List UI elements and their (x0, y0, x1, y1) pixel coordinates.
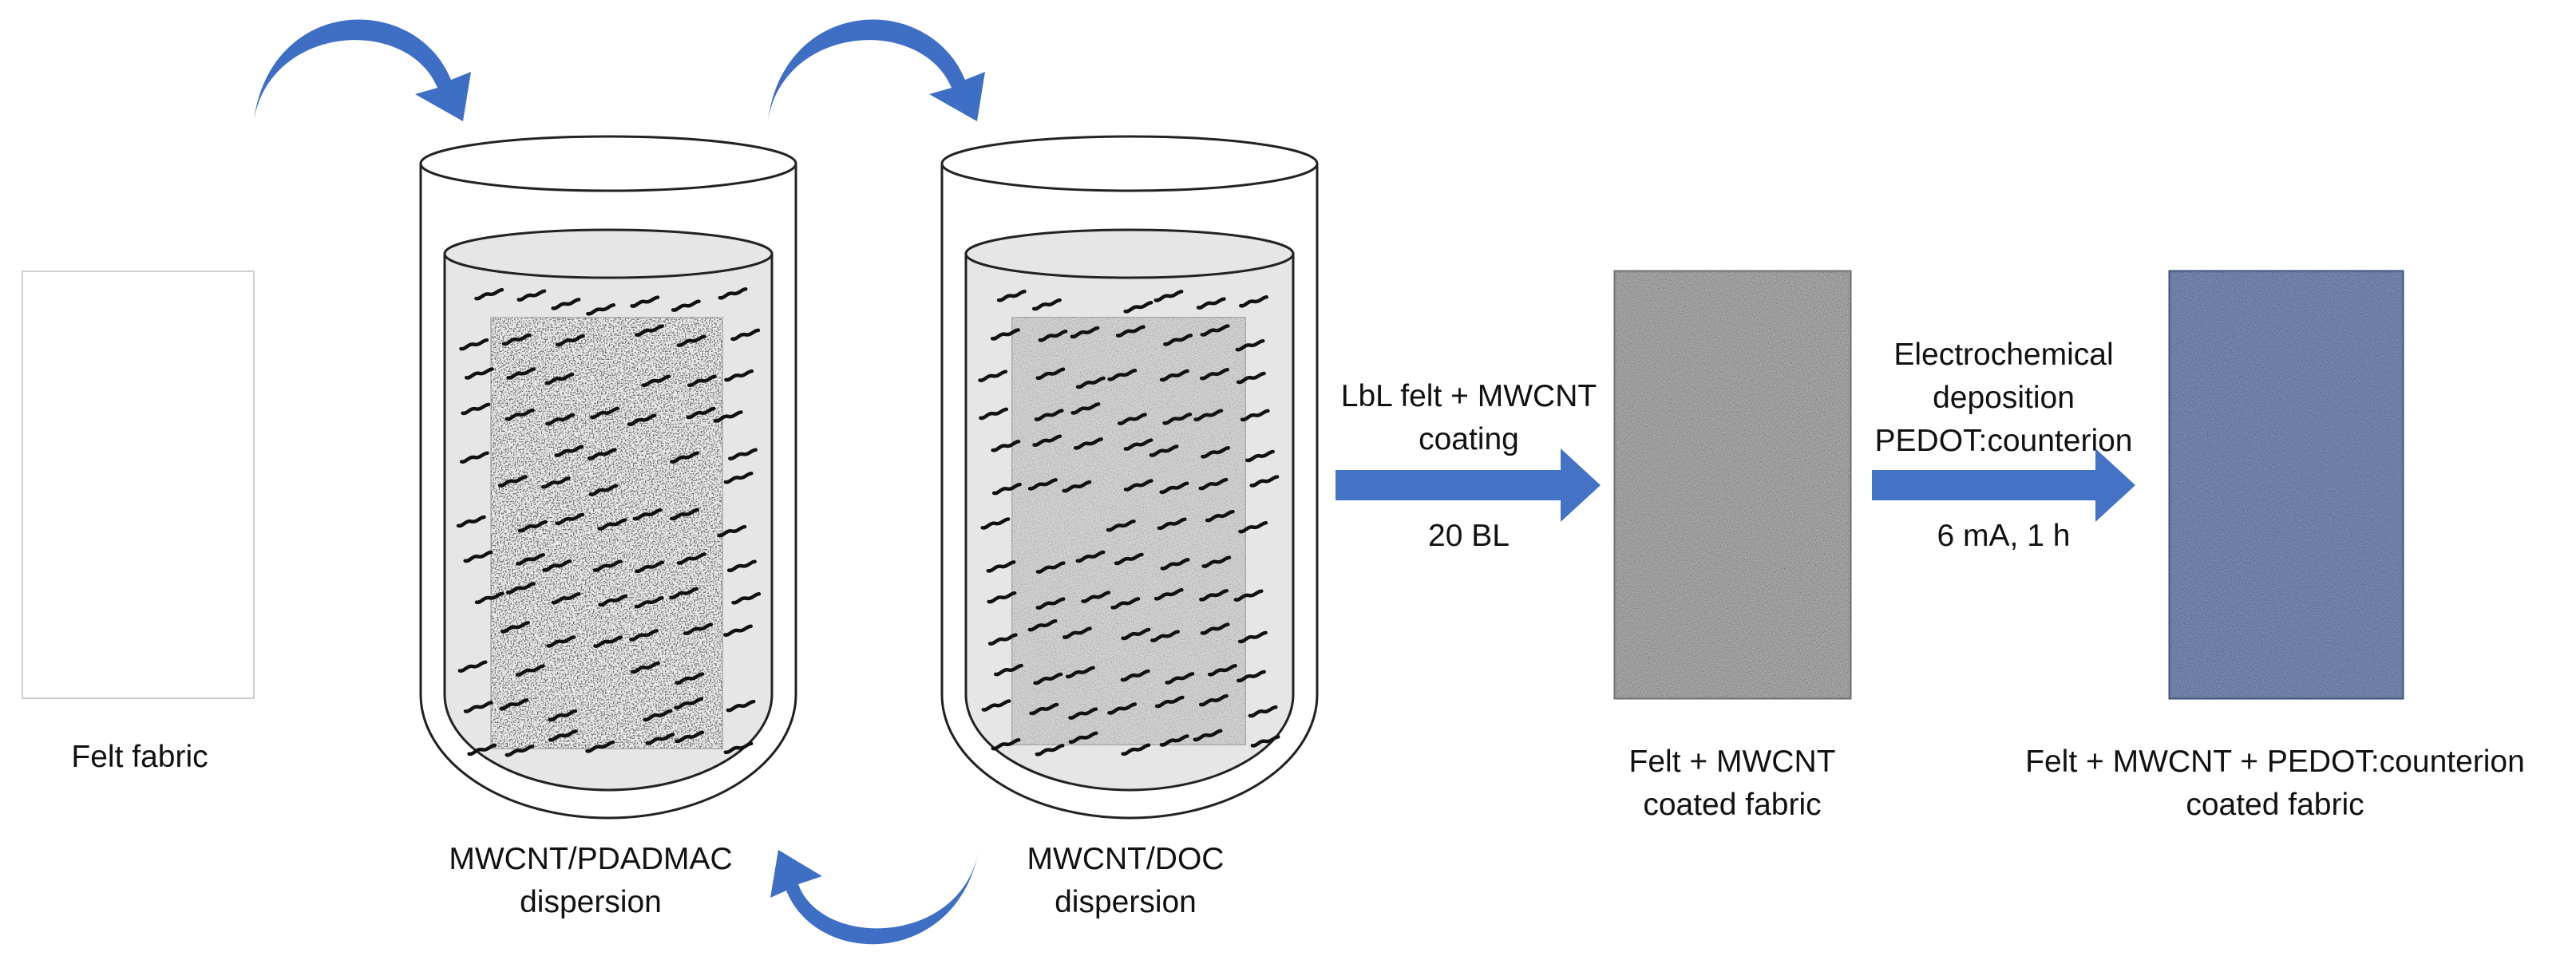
beaker-mwcnt-doc (940, 135, 1319, 820)
pedot-coated-fabric-sample (2168, 270, 2404, 700)
curved-process-arrow-icon (768, 19, 985, 121)
step2-parameter: 6 mA, 1 h (1937, 519, 2071, 553)
step1-label: LbL felt + MWCNT coating (1340, 379, 1597, 456)
felt-fabric-sample (22, 271, 255, 699)
beaker2-label: MWCNT/DOC dispersion (1027, 842, 1225, 919)
mwcnt-coated-fabric-label: Felt + MWCNT coated fabric (1628, 745, 1836, 822)
beaker1-label: MWCNT/PDADMAC dispersion (449, 842, 733, 919)
curved-process-arrow-icon (770, 850, 979, 945)
felt-fabric-label: Felt fabric (71, 740, 208, 774)
right-arrow-icon (1335, 448, 1601, 522)
mwcnt-coated-fabric-sample (1613, 270, 1852, 700)
step2-label: Electrochemical deposition PEDOT:counter… (1874, 338, 2133, 458)
right-arrow-icon (1872, 448, 2135, 522)
step1-parameter: 20 BL (1428, 519, 1510, 553)
curved-process-arrow-icon (254, 19, 471, 121)
pedot-coated-fabric-label: Felt + MWCNT + PEDOT:counterion coated f… (2025, 745, 2525, 822)
